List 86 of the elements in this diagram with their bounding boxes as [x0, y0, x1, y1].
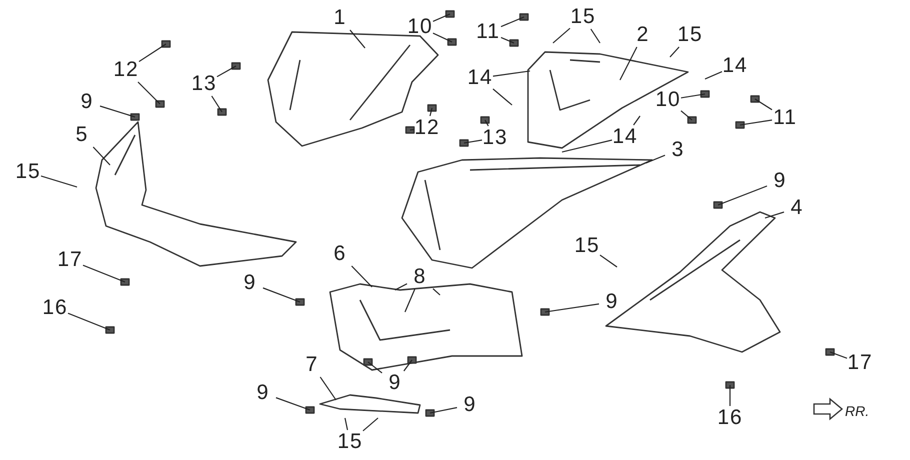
callout-number: 16: [42, 297, 68, 319]
leader-line: [562, 140, 612, 153]
callout-number: 7: [306, 354, 318, 376]
leader-line: [138, 44, 166, 62]
leader-line: [40, 175, 78, 188]
callout-number: 15: [574, 235, 600, 257]
leader-line: [138, 82, 160, 104]
leader-line: [704, 71, 722, 80]
leader-line: [718, 186, 768, 206]
leader-line: [276, 397, 310, 411]
callout-number: 5: [76, 124, 88, 146]
callout-number: 9: [80, 91, 94, 113]
leader-line: [544, 303, 600, 313]
leader-line: [362, 418, 378, 432]
leader-line: [740, 119, 772, 126]
leader-line: [216, 66, 236, 78]
leader-line: [680, 93, 706, 98]
callout-number: 9: [774, 170, 786, 192]
callout-number: 14: [612, 126, 638, 148]
callout-number: 9: [388, 372, 402, 394]
callout-number: 3: [672, 139, 684, 161]
leader-line: [394, 283, 408, 290]
callout-number: 10: [655, 89, 681, 111]
leader-line: [464, 140, 482, 144]
leader-line: [680, 110, 692, 120]
callout-number: 11: [773, 107, 797, 129]
leader-line: [430, 407, 458, 414]
callout-number: 13: [191, 73, 217, 95]
leader-line: [350, 30, 366, 48]
leader-line: [729, 385, 731, 406]
leader-line: [68, 312, 110, 331]
leader-line: [368, 362, 382, 374]
leader-line: [492, 70, 530, 77]
callout-number: 13: [482, 127, 508, 149]
leader-line: [432, 32, 452, 42]
leader-line: [92, 146, 110, 166]
callout-number: 9: [256, 382, 270, 404]
callout-number: 14: [722, 55, 748, 77]
leader-line: [500, 16, 524, 28]
leader-line: [211, 96, 222, 112]
leader-line: [500, 37, 514, 44]
callout-number: 14: [467, 67, 493, 89]
callout-number: 15: [337, 431, 363, 453]
leader-line: [429, 108, 433, 116]
leader-line: [262, 287, 300, 303]
leader-line: [432, 288, 440, 296]
callout-number: 1: [334, 7, 346, 29]
leader-line: [351, 266, 372, 288]
leader-line: [670, 46, 680, 58]
leader-line: [633, 116, 640, 126]
leader-line: [320, 376, 336, 400]
leader-line: [82, 264, 126, 283]
callout-number: 15: [570, 6, 596, 28]
leader-line: [754, 98, 772, 110]
leader-line: [100, 106, 136, 118]
callout-number: 15: [677, 24, 703, 46]
callout-number: 16: [717, 407, 743, 429]
leader-line: [590, 28, 600, 44]
leader-line: [600, 254, 618, 268]
leader-line: [646, 154, 666, 164]
callout-number: 9: [606, 291, 618, 313]
leader-line: [344, 418, 348, 430]
callout-number: 4: [790, 197, 804, 219]
leader-line: [620, 46, 638, 80]
leader-line: [552, 28, 570, 44]
callout-number: 8: [414, 266, 426, 288]
leader-line: [403, 360, 412, 372]
callout-number: 17: [847, 352, 873, 374]
callout-number: 17: [57, 249, 83, 271]
callout-number: 6: [334, 243, 346, 265]
leader-line: [404, 288, 416, 312]
leader-line: [764, 212, 784, 219]
callout-number: 9: [464, 394, 476, 416]
callout-number: 12: [414, 117, 440, 139]
callout-number: 2: [636, 24, 650, 46]
leader-line: [410, 128, 414, 131]
callout-number: 11: [476, 21, 500, 43]
leader-line: [432, 14, 450, 22]
callout-number: 12: [113, 59, 139, 81]
leader-line: [484, 120, 489, 126]
callout-number: 9: [244, 272, 256, 294]
direction-label: RR.: [845, 403, 870, 419]
leader-line: [492, 88, 512, 106]
callout-number: 10: [407, 16, 433, 38]
leader-line: [830, 351, 848, 359]
callout-number: 15: [15, 161, 41, 183]
